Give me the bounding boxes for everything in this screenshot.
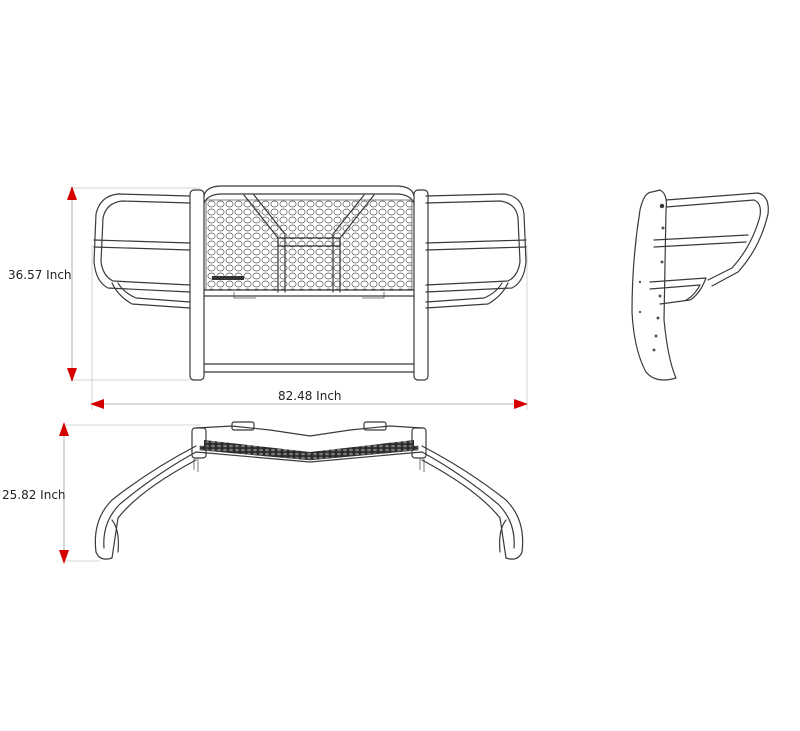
top-view [62,421,524,562]
front-view [70,185,528,410]
dimension-arrows [59,186,528,564]
depth-dimension-label: 25.82 Inch [2,488,66,502]
width-arrow-left [90,399,104,409]
depth-arrow-top [59,422,69,436]
depth-arrow-bottom [59,550,69,564]
width-arrow-right [514,399,528,409]
side-view [631,189,769,381]
height-arrow-bottom [67,368,77,382]
height-arrow-top [67,186,77,200]
height-dimension-label: 36.57 Inch [8,268,72,282]
width-dimension-label: 82.48 Inch [278,389,342,403]
